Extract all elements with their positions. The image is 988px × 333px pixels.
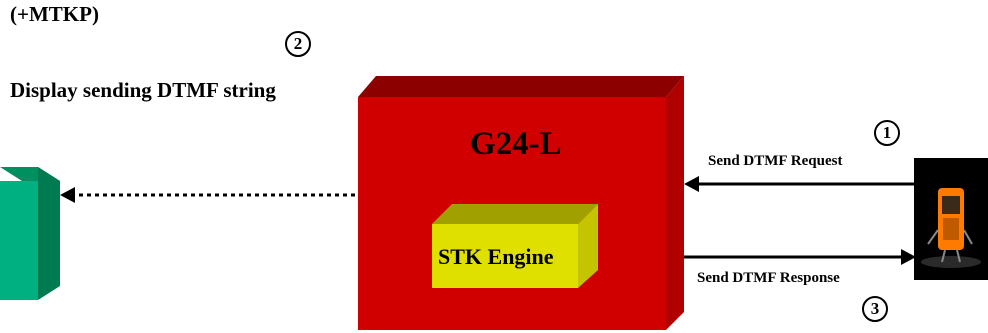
step-1-badge: 1	[874, 120, 900, 146]
response-label: Send DTMF Response	[697, 270, 840, 286]
display-dotted-arrow	[60, 187, 355, 203]
request-label: Send DTMF Request	[708, 153, 843, 169]
step-3-badge: 3	[862, 296, 888, 322]
step-2-badge: 2	[285, 31, 311, 57]
g24l-module-block	[358, 76, 684, 330]
request-arrow	[684, 176, 914, 192]
engine-label: STK Engine	[438, 244, 554, 269]
mtkp-label: (+MTKP)	[10, 2, 99, 26]
mobile-phone-icon	[914, 158, 988, 280]
response-arrow	[684, 249, 916, 265]
module-title: G24-L	[470, 126, 562, 162]
stk-engine-block	[432, 204, 598, 288]
display-label: Display sending DTMF string	[10, 78, 276, 102]
teal-3d-block-icon	[0, 167, 60, 300]
